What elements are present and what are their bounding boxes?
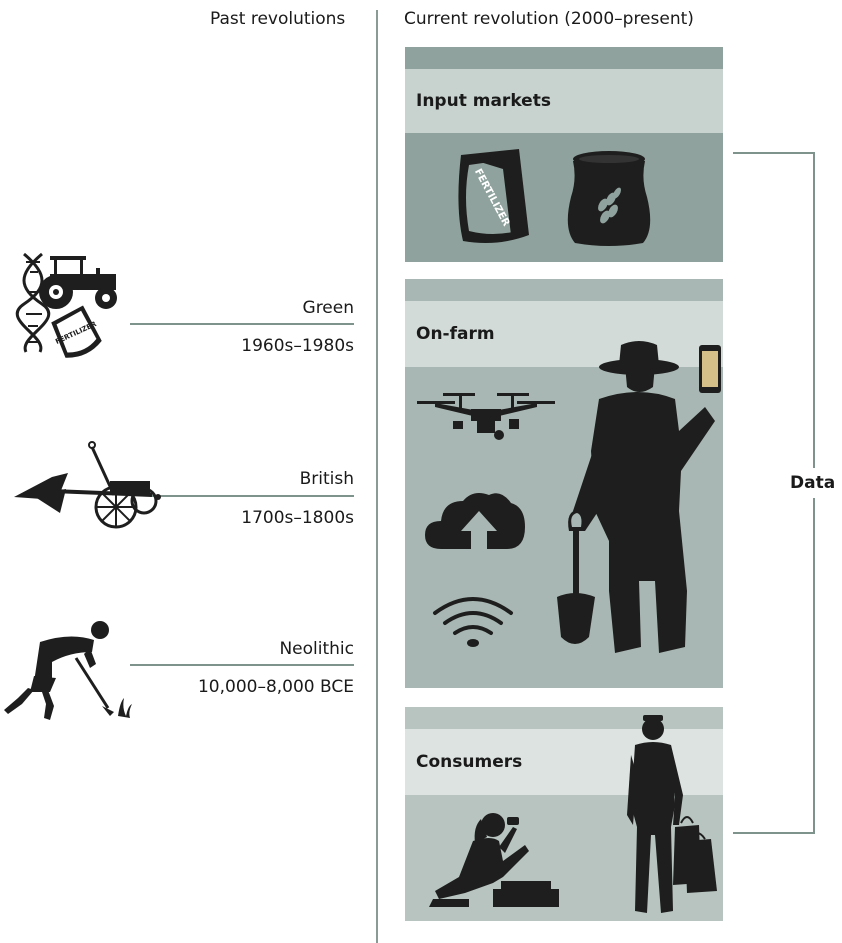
consumers-title: Consumers [416, 752, 523, 772]
wifi-icon [433, 597, 513, 647]
data-bracket-gap [790, 468, 840, 498]
data-label: Data [790, 473, 836, 493]
on-farm-top-strip [405, 279, 723, 301]
fertilizer-bag-icon: FERTILIZER [51, 305, 102, 358]
data-bracket-top [733, 152, 815, 154]
on-farm-title-band [405, 301, 723, 367]
man-with-shopping-bags-icon [627, 715, 717, 913]
green-revolution-line [130, 323, 354, 325]
data-bracket-bottom [733, 832, 815, 834]
drone-icon [417, 393, 555, 440]
neolithic-revolution-name: Neolithic [279, 639, 354, 659]
timeline-divider [376, 10, 378, 943]
tractor-icon [39, 256, 117, 309]
british-revolution-line [150, 495, 354, 497]
plough-icon [14, 441, 161, 529]
input-markets-panel: Input markets FERTILIZER [405, 47, 723, 262]
cloud-upload-icon [425, 493, 525, 549]
consumers-panel: Consumers [405, 707, 723, 921]
past-revolutions-header: Past revolutions [210, 9, 346, 29]
fertilizer-bag-icon: FERTILIZER [458, 149, 529, 243]
current-revolution-header: Current revolution (2000–present) [404, 9, 694, 29]
british-revolution-period: 1700s–1800s [241, 508, 354, 528]
green-revolution-period: 1960s–1980s [241, 336, 354, 356]
british-revolution-name: British [299, 469, 354, 489]
green-revolution-name: Green [302, 298, 354, 318]
farmer-hoeing-icon [4, 621, 132, 720]
dna-icon [15, 252, 51, 353]
neolithic-revolution-line [130, 664, 354, 666]
input-markets-title: Input markets [416, 91, 551, 111]
input-markets-top-strip [405, 47, 723, 69]
woman-eating-icon [429, 813, 559, 907]
farmer-with-phone-icon [557, 341, 721, 653]
on-farm-title: On-farm [416, 324, 495, 344]
seed-sack-icon [567, 151, 651, 246]
neolithic-revolution-period: 10,000–8,000 BCE [197, 677, 354, 697]
on-farm-panel: On-farm [405, 279, 723, 688]
input-markets-body [405, 133, 723, 262]
input-markets-title-band [405, 69, 723, 133]
